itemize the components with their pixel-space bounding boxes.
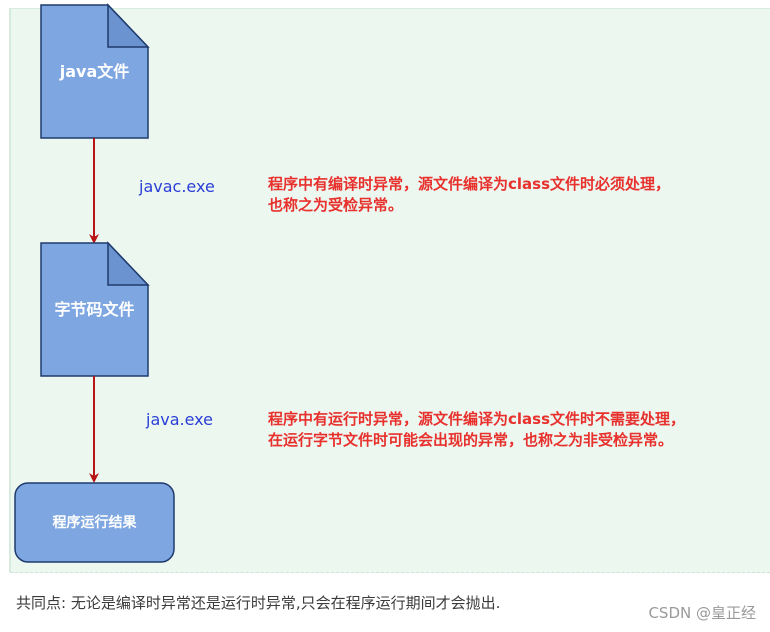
checked-exception-note: 程序中有编译时异常，源文件编译为class文件时必须处理， 也称之为受检异常。 [268, 174, 670, 216]
unchecked-note-line-2: 在运行字节文件时可能会出现的异常，也称之为非受检异常。 [268, 431, 674, 449]
csdn-watermark: CSDN @皇正经 [648, 604, 756, 622]
java-file-node [40, 3, 150, 139]
checked-note-line-1: 程序中有编译时异常，源文件编译为class文件时必须处理， [268, 175, 671, 193]
unchecked-exception-note: 程序中有运行时异常，源文件编译为class文件时不需要处理， 在运行字节文件时可… [268, 409, 685, 451]
bytecode-file-label: 字节码文件 [54, 300, 135, 319]
compile-edge-label: javac.exe [139, 177, 215, 196]
run-edge-label: java.exe [146, 410, 213, 429]
unchecked-note-line-1: 程序中有运行时异常，源文件编译为class文件时不需要处理， [268, 410, 686, 428]
footer-divider [10, 572, 770, 573]
run-result-node [14, 482, 175, 563]
panel-left-border [9, 8, 11, 572]
bytecode-file-node [40, 241, 150, 377]
footer-summary: 共同点: 无论是编译时异常还是运行时异常,只会在程序运行期间才会抛出. [16, 594, 501, 612]
java-file-label: java文件 [59, 62, 130, 81]
checked-note-line-2: 也称之为受检异常。 [268, 196, 404, 214]
run-result-label: 程序运行结果 [52, 515, 137, 531]
